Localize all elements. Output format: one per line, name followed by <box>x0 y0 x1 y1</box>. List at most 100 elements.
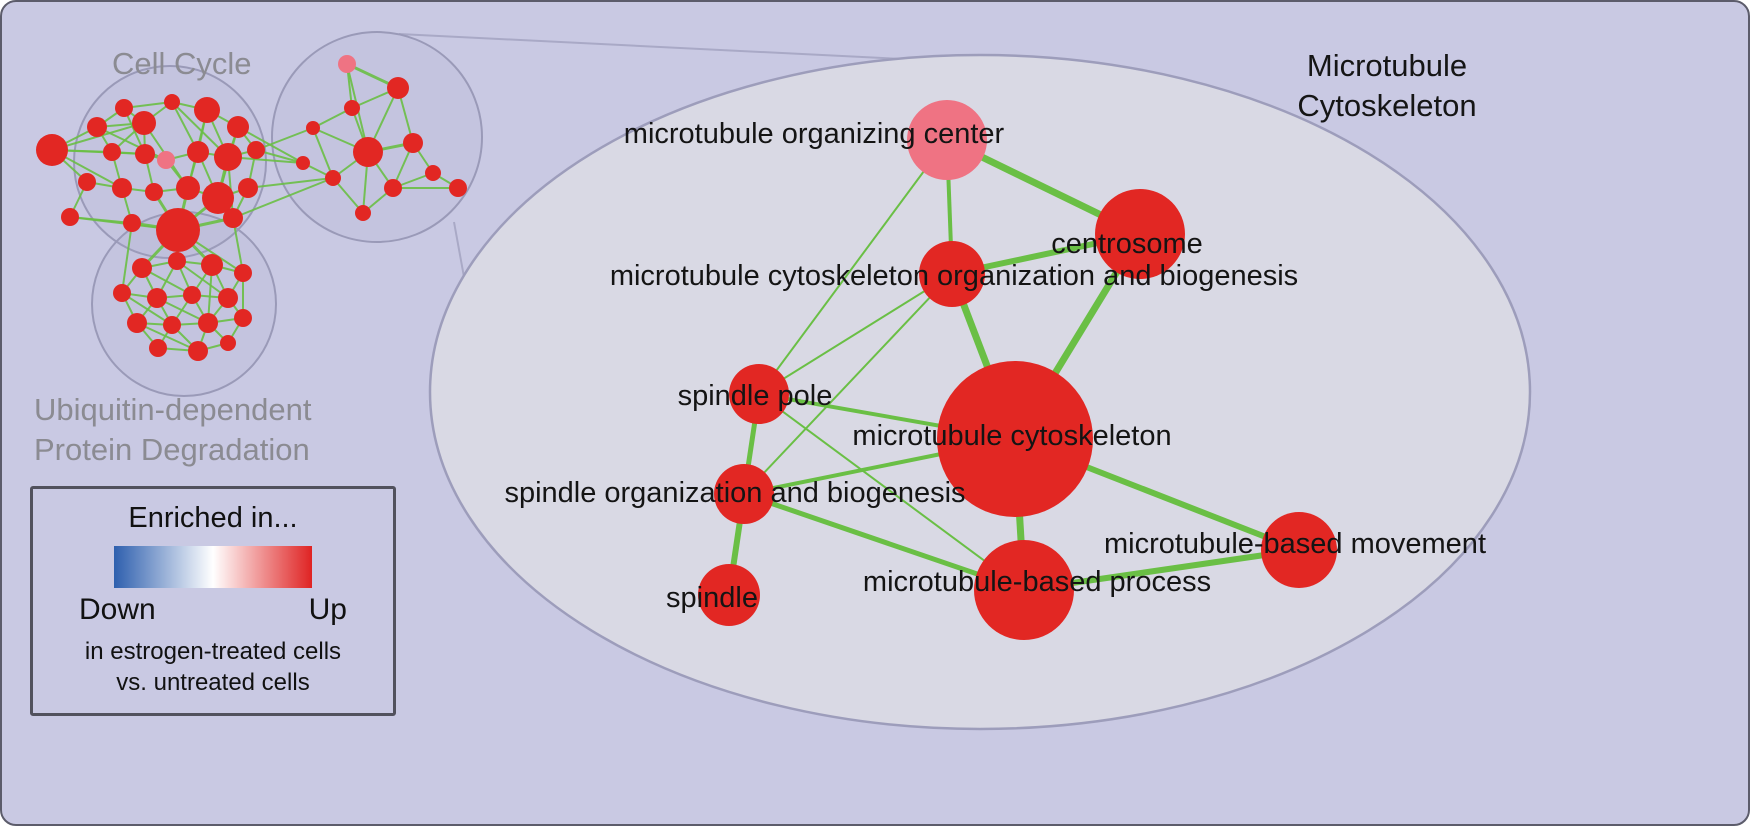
ubiquitin-label-line2: Protein Degradation <box>34 431 310 467</box>
detail-node-label-mt_cytoskeleton: microtubule cytoskeleton <box>852 420 1171 452</box>
overview-node <box>296 156 310 170</box>
detail-node-movement <box>1261 512 1337 588</box>
overview-node <box>157 151 175 169</box>
detail-node-spindle <box>698 564 760 626</box>
overview-node <box>449 179 467 197</box>
detail-nodes-layer <box>698 100 1337 640</box>
overview-node <box>163 316 181 334</box>
overview-node <box>127 313 147 333</box>
overview-node <box>218 288 238 308</box>
overview-node <box>403 133 423 153</box>
overview-node <box>355 205 371 221</box>
overview-edge <box>312 127 334 179</box>
overview-node <box>164 94 180 110</box>
overview-node <box>123 214 141 232</box>
overview-node <box>198 313 218 333</box>
detail-node-process <box>974 540 1074 640</box>
legend-scale-row: Down Up <box>79 593 347 627</box>
overview-node <box>234 264 252 282</box>
detail-node-label-movement: microtubule-based movement <box>1104 528 1486 560</box>
overview-node <box>112 178 132 198</box>
overview-edge <box>247 177 334 189</box>
detail-node-label-mco: microtubule cytoskeleton organization an… <box>610 260 1298 292</box>
overview-node <box>149 339 167 357</box>
overview-node <box>188 341 208 361</box>
overview-node <box>325 170 341 186</box>
legend-box: Enriched in... Down Up in estrogen-treat… <box>30 486 396 716</box>
overview-node <box>214 143 242 171</box>
detail-node-mco <box>919 241 985 307</box>
overview-node <box>113 284 131 302</box>
overview-node <box>78 173 96 191</box>
overview-node <box>115 99 133 117</box>
overview-node <box>238 178 258 198</box>
overview-node <box>103 143 121 161</box>
detail-edge-spindle_pole-process <box>758 393 1025 591</box>
detail-node-moc <box>907 100 987 180</box>
ubiquitin-label-line1: Ubiquitin-dependent <box>34 392 312 427</box>
cell-cycle-cluster-label: Cell Cycle <box>112 46 252 81</box>
legend-gradient-bar <box>114 546 312 588</box>
overview-node <box>156 208 200 252</box>
overview-node <box>384 179 402 197</box>
overview-node <box>338 55 356 73</box>
detail-node-label-spindle_pole: spindle pole <box>678 380 833 412</box>
detail-node-label-spindle: spindle <box>666 582 758 614</box>
legend-down-label: Down <box>79 593 156 626</box>
cluster-circles-layer <box>73 31 483 397</box>
detail-edge-mco-spindle_pole <box>758 273 953 395</box>
detail-node-label-process: microtubule-based process <box>863 566 1211 598</box>
legend-caption-line2: vs. untreated cells <box>116 669 310 697</box>
overview-edge <box>232 177 334 219</box>
overview-nodes-layer <box>36 55 467 361</box>
detail-node-label-moc: microtubule organizing center <box>624 118 1005 150</box>
detail-edge-mco-spindle_org <box>743 273 953 495</box>
overview-node <box>194 97 220 123</box>
overview-node <box>183 286 201 304</box>
overview-node <box>36 134 68 166</box>
overview-node <box>234 309 252 327</box>
overview-node <box>227 116 249 138</box>
overview-edge <box>136 322 199 352</box>
overview-edge <box>237 126 304 164</box>
overview-node <box>187 141 209 163</box>
microtubule-title-line2: Cytoskeleton <box>1297 87 1477 123</box>
overview-node <box>247 141 265 159</box>
overview-node <box>176 176 200 200</box>
overview-node <box>220 335 236 351</box>
overview-node <box>87 117 107 137</box>
overview-node <box>353 137 383 167</box>
ubiquitin-cluster-label: Ubiquitin-dependent Protein Degradation <box>34 390 312 469</box>
legend-up-label: Up <box>308 593 347 626</box>
microtubule-cytoskeleton-title: Microtubule Cytoskeleton <box>1257 46 1517 125</box>
microtubule-title-line1: Microtubule <box>1306 48 1468 83</box>
overview-node <box>132 111 156 135</box>
overview-node <box>147 288 167 308</box>
detail-node-label-centrosome: centrosome <box>1051 228 1203 260</box>
legend-title: Enriched in... <box>128 502 298 534</box>
zoom-callout-line <box>398 33 903 60</box>
overview-node <box>168 252 186 270</box>
overview-node <box>306 121 320 135</box>
cluster-circle-microtubule-cytoskeleton <box>271 31 483 243</box>
detail-node-spindle_pole <box>729 364 789 424</box>
overview-node <box>145 183 163 201</box>
detail-labels-layer: microtubule organizing centercentrosomem… <box>504 118 1486 614</box>
detail-node-label-spindle_org: spindle organization and biogenesis <box>504 477 965 509</box>
overview-edge <box>255 127 314 151</box>
overview-node <box>387 77 409 99</box>
detail-node-mt_cytoskeleton <box>937 361 1093 517</box>
overview-edge <box>121 222 133 294</box>
detail-node-spindle_org <box>714 464 774 524</box>
overview-node <box>61 208 79 226</box>
overview-node <box>201 254 223 276</box>
detail-edge-moc-spindle_pole <box>758 139 948 395</box>
overview-node <box>425 165 441 181</box>
overview-node <box>223 208 243 228</box>
overview-node <box>135 144 155 164</box>
legend-caption: in estrogen-treated cells vs. untreated … <box>85 636 341 698</box>
overview-node <box>344 100 360 116</box>
overview-node <box>202 182 234 214</box>
